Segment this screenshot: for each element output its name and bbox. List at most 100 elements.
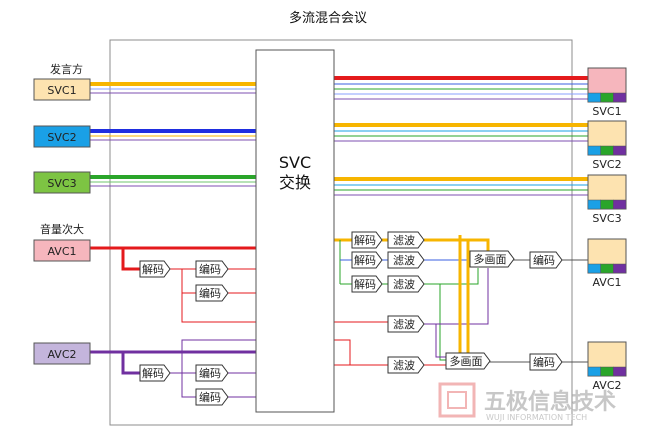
out-svc3-lines: [334, 177, 588, 196]
decode-block-1-label: 解码: [354, 233, 376, 247]
filter-block-3-label: 滤波: [393, 278, 415, 291]
decoder-to-filter: [382, 238, 388, 285]
filter-block-2-label: 滤波: [393, 254, 415, 267]
watermark-subtext: WUJI INFORMATION TECH: [486, 413, 587, 422]
right-endpoint-avc2: AVC2: [587, 341, 627, 392]
core-to-decoders: [334, 238, 388, 366]
left-endpoint-label: SVC3: [47, 177, 76, 190]
svc3-input-lines: [90, 175, 256, 187]
filter-block-1-label: 滤波: [393, 234, 415, 247]
encode-block-out-avc2: 编码: [529, 353, 563, 371]
filter-block-1: 滤波: [387, 231, 425, 249]
volume-label: 音量次大: [40, 222, 84, 236]
filter-to-mv2: [424, 235, 588, 366]
right-endpoint-tile: [613, 263, 627, 274]
avc2-input-lines: [90, 339, 256, 398]
multiview-block-avc2: 多画面: [445, 352, 491, 370]
right-endpoint-tile: [600, 199, 614, 210]
encode-block-avc1-a-label: 编码: [199, 262, 221, 276]
filter-block-5-label: 滤波: [393, 359, 415, 372]
left-endpoint-label: SVC2: [47, 131, 76, 144]
right-endpoint-tile: [613, 366, 627, 377]
right-endpoint-tile: [600, 92, 614, 103]
left-endpoint-box: [33, 239, 91, 262]
conference-frame: [109, 39, 573, 426]
encode-block-avc2-b: 编码: [195, 388, 229, 406]
right-endpoint-svc2: SVC2: [587, 120, 627, 171]
speaker-label: 发言方: [50, 62, 83, 76]
left-endpoint-svc1: SVC1: [33, 78, 91, 101]
multiview-block-avc1-label: 多画面: [474, 252, 507, 266]
watermark-text: 五极信息技术: [484, 389, 616, 415]
left-endpoint-box: [33, 171, 91, 194]
right-endpoint-label: SVC2: [592, 158, 621, 171]
left-endpoint-avc1: AVC1: [33, 239, 91, 262]
right-endpoint-label: AVC1: [592, 276, 621, 289]
processing-blocks: 解码编码编码解码编码编码解码解码解码滤波滤波滤波滤波滤波多画面多画面编码编码: [139, 231, 563, 406]
svc-core-box: [255, 49, 335, 413]
filter-block-3: 滤波: [387, 275, 425, 293]
encode-block-avc1-b-label: 编码: [199, 286, 221, 300]
decode-block-2: 解码: [351, 251, 383, 269]
right-endpoint-avc1: AVC1: [587, 238, 627, 289]
decode-block-3-label: 解码: [354, 277, 376, 291]
left-endpoint-label: SVC1: [47, 84, 76, 97]
multiview-block-avc2-label: 多画面: [450, 354, 483, 368]
right-endpoint-tile: [600, 145, 614, 156]
left-endpoint-box: [33, 342, 91, 365]
encode-block-avc2-a-label: 编码: [199, 366, 221, 380]
encode-block-avc1-b: 编码: [195, 284, 229, 302]
watermark-logo: [438, 382, 476, 418]
svc2-input-lines: [90, 129, 256, 141]
right-endpoint-tile: [613, 199, 627, 210]
right-endpoint-tile: [613, 145, 627, 156]
right-endpoint-label: SVC3: [592, 212, 621, 225]
diagram-title: 多流混合会议: [289, 10, 367, 26]
encode-block-out-avc1: 编码: [529, 251, 563, 269]
decode-block-3: 解码: [351, 275, 383, 293]
decode-block-1: 解码: [351, 231, 383, 249]
left-endpoint-avc2: AVC2: [33, 342, 91, 365]
encode-block-out-avc1-label: 编码: [533, 253, 555, 267]
watermark: 五极信息技术 WUJI INFORMATION TECH: [438, 382, 616, 422]
encode-block-out-avc2-label: 编码: [533, 355, 555, 369]
right-endpoint-label: AVC2: [592, 379, 621, 392]
right-endpoint-tile: [587, 145, 601, 156]
right-endpoint-tile: [600, 263, 614, 274]
right-endpoint-svc1: SVC1: [587, 67, 627, 118]
right-endpoint-tile: [600, 366, 614, 377]
avc1-input-lines: [90, 246, 390, 323]
left-endpoint-label: AVC2: [47, 348, 76, 361]
filter-block-4: 滤波: [387, 315, 425, 333]
right-endpoint-tile: [587, 92, 601, 103]
left-endpoint-box: [33, 78, 91, 101]
encode-block-avc2-b-label: 编码: [199, 390, 221, 404]
right-endpoint-tile: [613, 92, 627, 103]
right-endpoint-label: SVC1: [592, 105, 621, 118]
encode-block-avc2-a: 编码: [195, 364, 229, 382]
right-endpoint-svc3: SVC3: [587, 174, 627, 225]
svc-core-line2: 交换: [279, 173, 311, 192]
filter-block-4-label: 滤波: [393, 318, 415, 331]
right-endpoint-tile: [587, 263, 601, 274]
decode-block-2-label: 解码: [354, 253, 376, 267]
out-svc1-lines: [334, 76, 588, 100]
svc-core-line1: SVC: [279, 153, 311, 172]
decode-block-avc1: 解码: [139, 260, 171, 278]
multiview-block-avc1: 多画面: [469, 250, 515, 268]
encode-block-avc1-a: 编码: [195, 260, 229, 278]
decode-block-avc2-label: 解码: [142, 366, 164, 380]
right-endpoint-tile: [587, 366, 601, 377]
right-endpoint-tile: [587, 199, 601, 210]
out-svc2-lines: [334, 123, 588, 142]
filter-block-5: 滤波: [387, 356, 425, 374]
svc1-input-lines: [90, 82, 256, 94]
left-endpoint-svc3: SVC3: [33, 171, 91, 194]
left-endpoint-box: [33, 125, 91, 148]
decode-block-avc2: 解码: [139, 364, 171, 382]
decode-block-avc1-label: 解码: [142, 262, 164, 276]
filter-block-2: 滤波: [387, 251, 425, 269]
